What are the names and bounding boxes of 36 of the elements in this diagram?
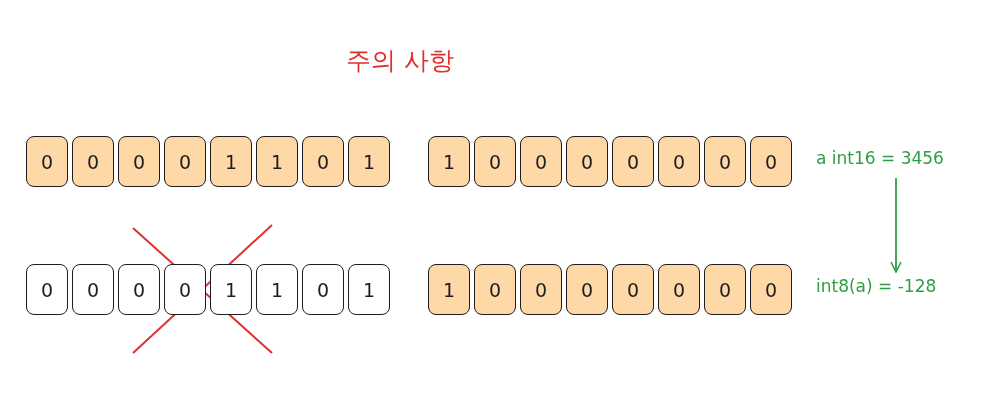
bit-cell: 1: [256, 264, 298, 315]
bit-cell: 0: [520, 136, 562, 187]
bit-cell: 1: [210, 136, 252, 187]
bit-cell: 0: [72, 136, 114, 187]
value-label: a int16 = 3456: [816, 148, 944, 168]
bit-cell: 0: [72, 264, 114, 315]
bit-cell: 1: [210, 264, 252, 315]
bit-cell: 0: [474, 264, 516, 315]
bit-cell: 0: [164, 136, 206, 187]
arrow: [890, 177, 902, 273]
bit-cell: 1: [348, 136, 390, 187]
bit-cell: 0: [612, 136, 654, 187]
bit-cell: 0: [164, 264, 206, 315]
bit-cell: 0: [750, 264, 792, 315]
bit-cell: 0: [26, 136, 68, 187]
bit-cell: 0: [704, 264, 746, 315]
bit-cell: 1: [348, 264, 390, 315]
bit-cell: 1: [256, 136, 298, 187]
bit-cell: 1: [428, 264, 470, 315]
bit-cell: 0: [566, 264, 608, 315]
bit-cell: 0: [750, 136, 792, 187]
bit-cell: 0: [704, 136, 746, 187]
bit-cell: 0: [566, 136, 608, 187]
title: 주의 사항: [345, 45, 455, 77]
bit-cell: 0: [118, 136, 160, 187]
bit-cell: 0: [612, 264, 654, 315]
bit-cell: 0: [520, 264, 562, 315]
bit-cell: 0: [302, 136, 344, 187]
bit-cell: 0: [658, 264, 700, 315]
bit-cell: 0: [118, 264, 160, 315]
bit-cell: 1: [428, 136, 470, 187]
bit-cell: 0: [26, 264, 68, 315]
bit-cell: 0: [474, 136, 516, 187]
bit-cell: 0: [658, 136, 700, 187]
value-label: int8(a) = -128: [816, 276, 937, 296]
bit-cell: 0: [302, 264, 344, 315]
